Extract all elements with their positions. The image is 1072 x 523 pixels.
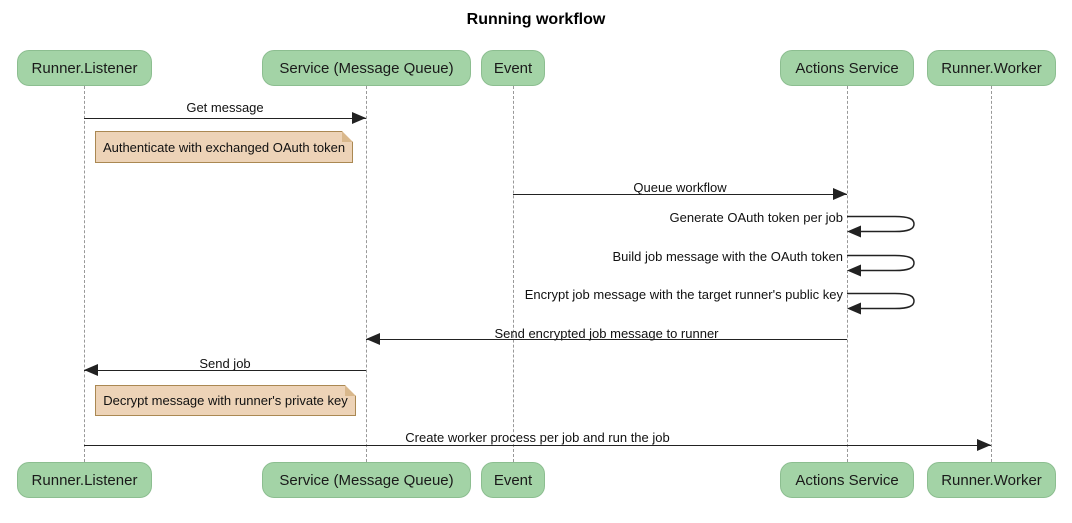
- message-label-encrypt-job-message: Encrypt job message with the target runn…: [524, 287, 843, 302]
- note-decrypt-label: Decrypt message with runner's private ke…: [103, 393, 348, 408]
- participant-runner-listener-top: Runner.Listener: [17, 50, 152, 86]
- message-line-queue-workflow: [513, 194, 847, 195]
- diagram-title: Running workflow: [466, 11, 606, 28]
- note-fold-icon: [345, 385, 356, 396]
- message-label-get-message: Get message: [186, 100, 264, 115]
- arrowhead-icon: [833, 188, 847, 200]
- message-line-create-worker: [84, 445, 991, 446]
- arrowhead-icon: [366, 333, 380, 345]
- message-line-get-message: [84, 118, 366, 119]
- self-loop-icon: [847, 254, 915, 277]
- message-label-build-job-message: Build job message with the OAuth token: [612, 249, 843, 264]
- arrowhead-icon: [352, 112, 366, 124]
- self-loop-icon: [847, 215, 915, 238]
- note-decrypt: Decrypt message with runner's private ke…: [95, 385, 356, 416]
- lifeline-runner-listener: [84, 86, 85, 462]
- message-label-send-job: Send job: [199, 356, 251, 371]
- participant-event-top: Event: [481, 50, 545, 86]
- message-label-queue-workflow: Queue workflow: [633, 180, 727, 195]
- message-line-send-encrypted-job: [366, 339, 847, 340]
- participant-actions-service-bottom: Actions Service: [780, 462, 914, 498]
- message-line-send-job: [84, 370, 366, 371]
- note-fold-icon: [342, 131, 353, 142]
- lifeline-service-message-queue: [366, 86, 367, 462]
- note-authenticate-label: Authenticate with exchanged OAuth token: [102, 139, 346, 155]
- arrowhead-icon: [84, 364, 98, 376]
- participant-runner-listener-bottom: Runner.Listener: [17, 462, 152, 498]
- arrowhead-icon: [977, 439, 991, 451]
- participant-service-message-queue-bottom: Service (Message Queue): [262, 462, 471, 498]
- note-authenticate: Authenticate with exchanged OAuth token: [95, 131, 353, 163]
- participant-runner-worker-top: Runner.Worker: [927, 50, 1056, 86]
- lifeline-event: [513, 86, 514, 462]
- self-loop-icon: [847, 292, 915, 315]
- message-label-send-encrypted-job: Send encrypted job message to runner: [494, 326, 719, 341]
- lifeline-runner-worker: [991, 86, 992, 462]
- message-label-generate-oauth-token: Generate OAuth token per job: [669, 210, 843, 225]
- participant-event-bottom: Event: [481, 462, 545, 498]
- lifeline-actions-service: [847, 86, 848, 462]
- participant-service-message-queue-top: Service (Message Queue): [262, 50, 471, 86]
- message-label-create-worker: Create worker process per job and run th…: [405, 430, 670, 445]
- participant-actions-service-top: Actions Service: [780, 50, 914, 86]
- participant-runner-worker-bottom: Runner.Worker: [927, 462, 1056, 498]
